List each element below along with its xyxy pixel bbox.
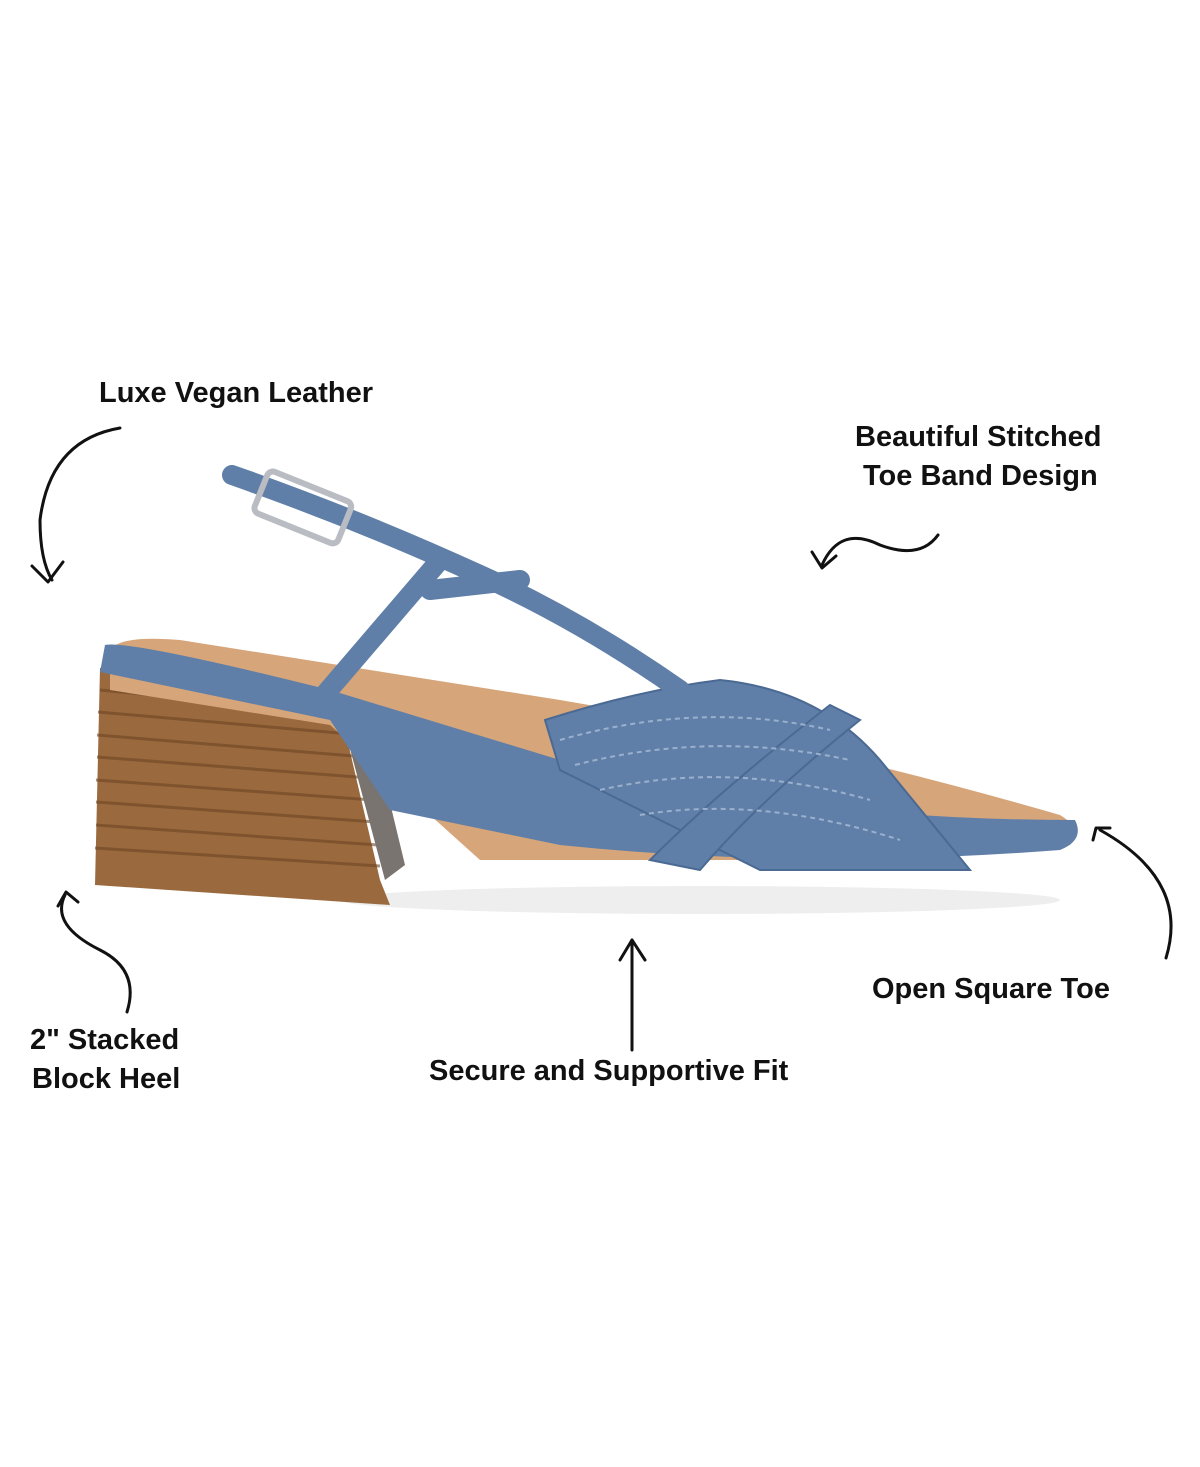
label-toe-band-line1: Beautiful Stitched — [855, 421, 1102, 453]
arrow-icon-toe-band — [810, 533, 940, 570]
arrow-icon-fit — [618, 938, 647, 1052]
footbed-edge — [100, 644, 1078, 859]
arrow-icon-material — [30, 426, 122, 584]
label-fit: Secure and Supportive Fit — [429, 1055, 789, 1087]
label-toe-band-line2: Toe Band Design — [863, 460, 1098, 492]
label-heel-line1: 2" Stacked — [30, 1024, 180, 1056]
arrow-icon-heel — [56, 890, 132, 1014]
slingback-strap — [222, 465, 690, 710]
shadow — [340, 886, 1060, 914]
toe-band — [543, 678, 973, 872]
label-heel-line2: Block Heel — [32, 1063, 181, 1095]
label-material: Luxe Vegan Leather — [99, 377, 373, 409]
buckle-icon — [251, 468, 355, 547]
label-toe: Open Square Toe — [872, 973, 1110, 1005]
arrow-icon-toe — [1091, 826, 1173, 960]
